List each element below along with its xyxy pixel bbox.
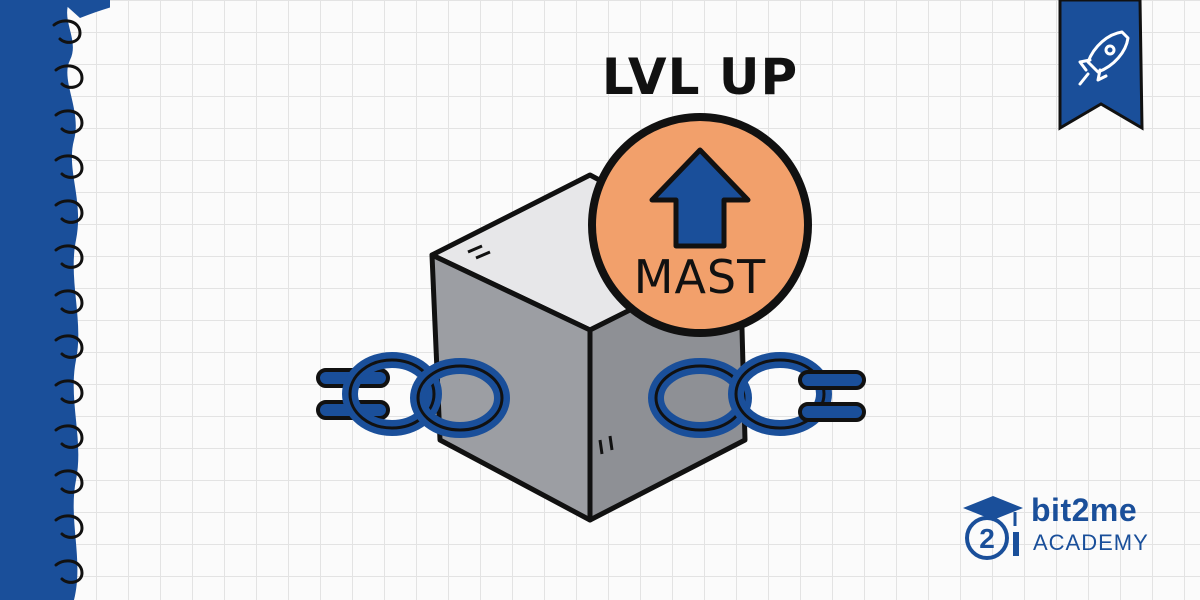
up-arrow-icon xyxy=(649,147,751,249)
rocket-icon xyxy=(1078,30,1130,86)
graduation-cap-icon: 2 xyxy=(963,496,1023,560)
chain-right xyxy=(648,352,866,438)
corner-ribbon xyxy=(1058,0,1144,131)
brand-name: bit2me xyxy=(1031,492,1138,528)
mast-badge xyxy=(588,113,812,337)
brand-logo: 2 bit2me ACADEMY xyxy=(955,490,1175,570)
chain-left xyxy=(316,352,510,438)
page-title: LVL UP xyxy=(601,48,799,106)
logo-digit: 2 xyxy=(979,523,995,554)
spiral-binding xyxy=(0,0,110,600)
badge-label: MAST xyxy=(633,250,767,304)
brand-subtitle: ACADEMY xyxy=(1033,530,1149,555)
